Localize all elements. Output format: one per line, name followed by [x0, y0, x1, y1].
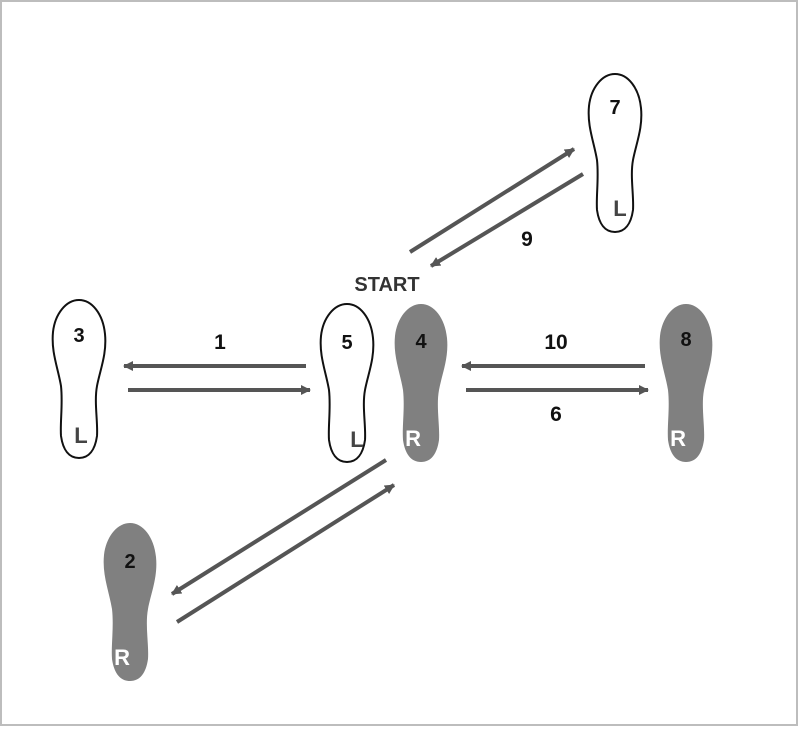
- side-label-l: L: [74, 423, 87, 448]
- footprint-4-right: 4 R: [394, 304, 448, 462]
- footprint-8-right: 8 R: [659, 304, 713, 462]
- arrow-label-1: 1: [214, 331, 226, 354]
- arrow-label-10: 10: [544, 331, 567, 354]
- footprint-3-left: 3 L: [51, 299, 107, 459]
- arrow-label-9: 9: [521, 228, 533, 251]
- arrow-step-9-to-start: [429, 172, 585, 268]
- side-label-r: R: [670, 426, 686, 451]
- arrow-from-2: [175, 483, 396, 624]
- step-number-8: 8: [680, 329, 691, 351]
- arrow-start-to-7: [408, 147, 576, 254]
- side-label-r: R: [114, 645, 130, 670]
- side-label-l: L: [613, 196, 626, 221]
- footprint-2-right: 2 R: [103, 523, 157, 681]
- step-number-2: 2: [124, 551, 135, 573]
- arrows: [123, 147, 649, 624]
- start-label: START: [354, 274, 419, 296]
- footprint-7-left: 7 L: [587, 73, 643, 233]
- step-number-4: 4: [415, 331, 427, 353]
- side-label-l: L: [350, 427, 363, 452]
- arrow-label-6: 6: [550, 403, 562, 426]
- side-label-r: R: [405, 426, 421, 451]
- footprint-5-left: 5 L: [319, 303, 375, 463]
- step-number-3: 3: [73, 325, 84, 347]
- step-number-5: 5: [341, 332, 352, 354]
- step-number-7: 7: [609, 97, 620, 119]
- arrow-to-2: [170, 458, 388, 596]
